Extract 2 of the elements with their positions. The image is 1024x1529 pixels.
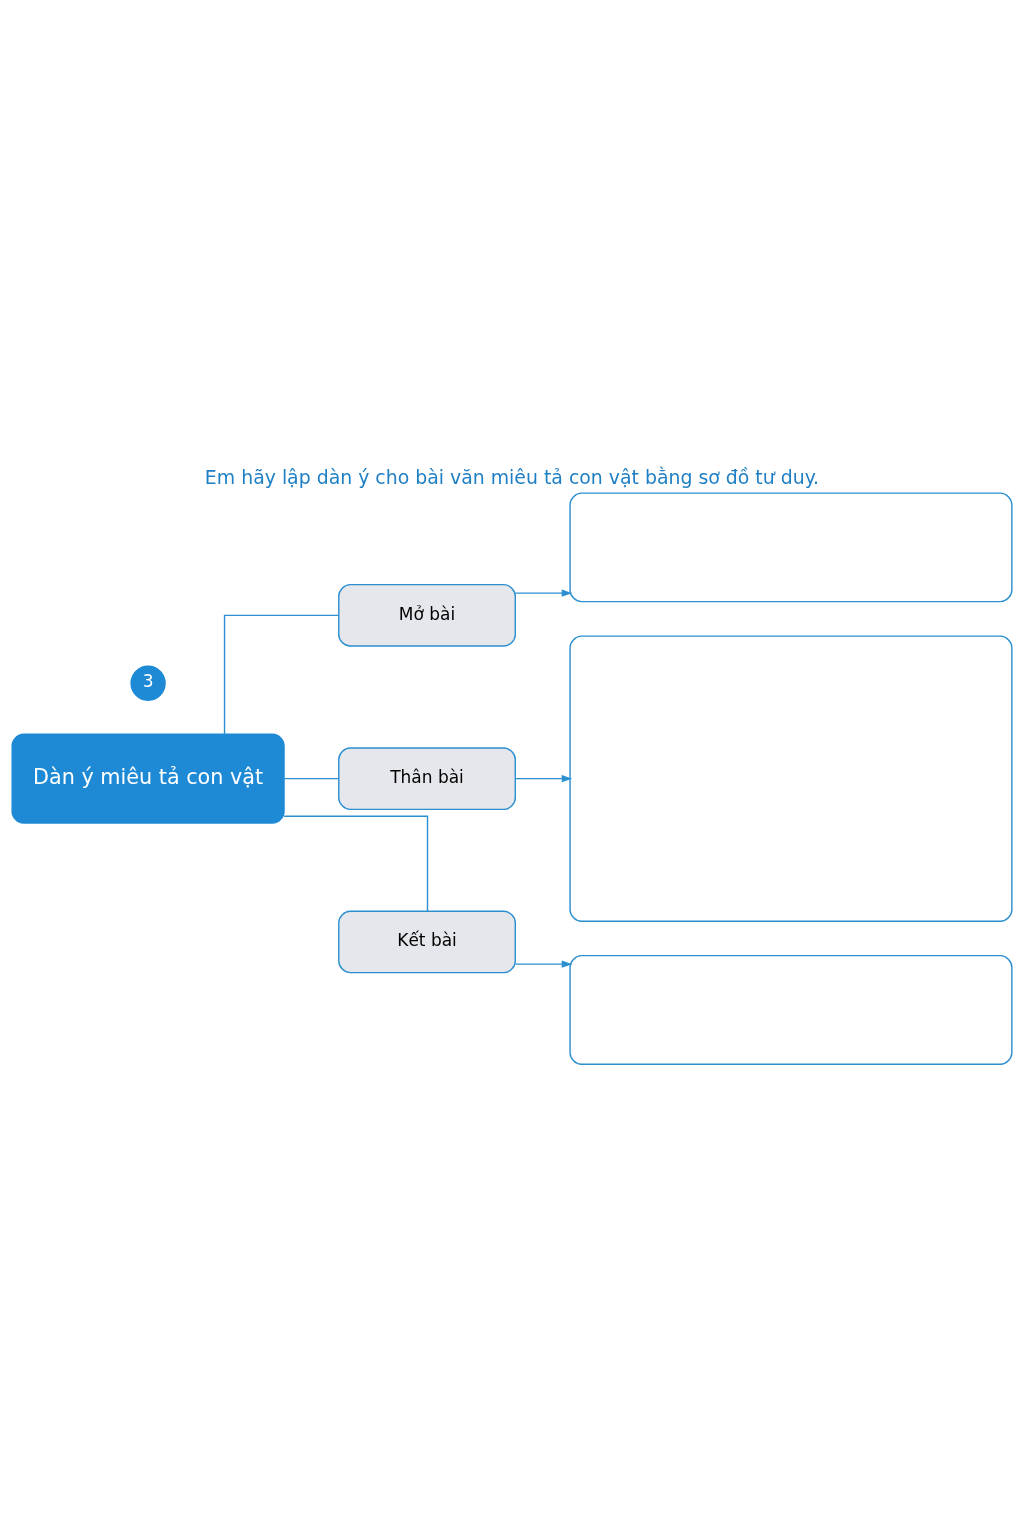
diagram-title: Em hãy lập dàn ý cho bài văn miêu tả con vật bằng sơ đồ tư duy. [204, 465, 820, 488]
label: 3 [142, 671, 154, 692]
